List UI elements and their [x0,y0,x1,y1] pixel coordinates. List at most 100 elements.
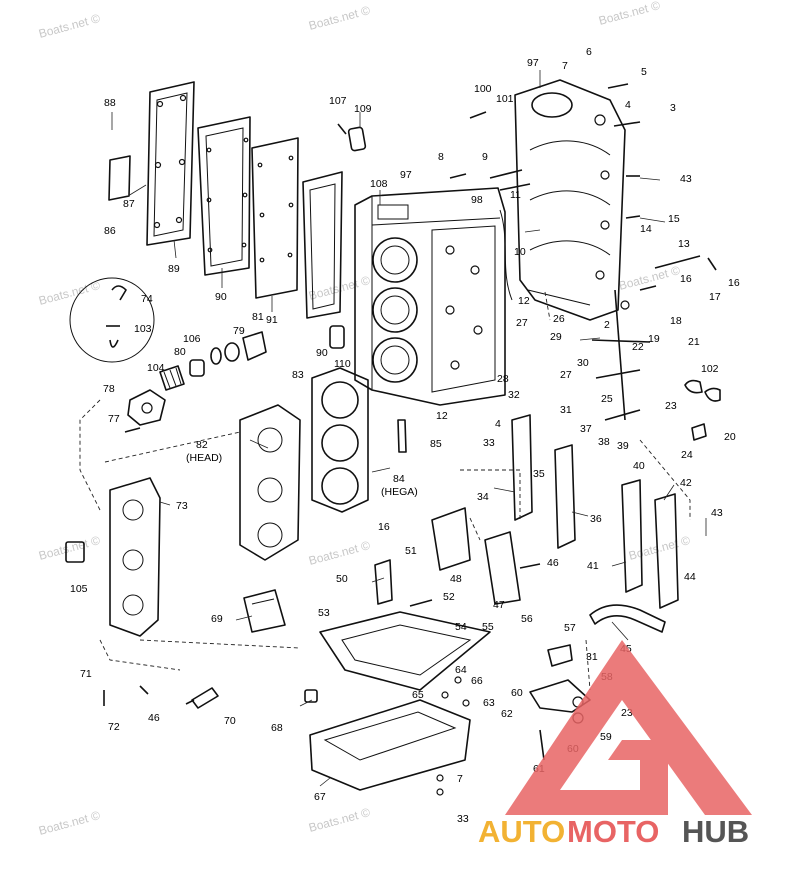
callout: 69 [211,613,223,625]
callout: 50 [336,573,348,585]
callout: 14 [640,223,652,235]
leader-lines [111,70,707,787]
callout: 28 [497,373,509,385]
watermark: Boats.net © [597,0,662,28]
detail-circle [69,277,155,363]
bolt [625,215,641,219]
bolt [639,285,657,291]
callout: 23 [621,707,633,719]
callout: 87 [123,198,135,210]
callout: 31 [586,651,598,663]
hose [589,604,666,633]
callout: 47 [493,599,505,611]
callout: 12 [518,295,530,307]
callout: 109 [354,103,372,115]
callout: 2 [604,319,610,331]
plate [108,155,131,201]
callout: 6 [586,46,592,58]
fitting [454,676,462,684]
callout: 107 [329,95,347,107]
callout: 3 [670,102,676,114]
callout: 83 [292,369,304,381]
fitting [441,691,449,699]
exhaust-plate [251,137,299,299]
sensor [185,687,219,709]
cover [109,477,161,637]
cylinder-block [354,187,506,406]
callout: 97 [400,169,412,181]
callout: 106 [183,333,201,345]
callout: (HEAD) [186,452,222,464]
callout: 33 [483,437,495,449]
callout: 79 [233,325,245,337]
callout: 43 [680,173,692,185]
callout: 4 [625,99,631,111]
exhaust-cover [146,81,195,246]
crankcase [499,79,626,321]
callout: 41 [587,560,599,572]
callout: 90 [215,291,227,303]
thermostat-group [124,331,267,433]
callout: 66 [471,675,483,687]
callout-labels: 88 87 86 89 90 91 90 107 109 108 97 100 … [70,46,740,825]
watermark: Boats.net © [37,11,102,41]
callout: 64 [455,664,467,676]
callout: 22 [632,341,644,353]
callout: 100 [474,83,492,95]
gasket [197,116,251,276]
cover-plate [654,493,679,609]
callout: 27 [560,369,572,381]
bracket [431,507,471,571]
callout: 105 [70,583,88,595]
bolt [613,121,641,127]
callout: 85 [430,438,442,450]
clip [684,379,703,394]
callout: 8 [438,151,444,163]
callout: 16 [378,521,390,533]
callout: 11 [510,189,521,201]
callout: 23 [665,400,677,412]
callout: 52 [443,591,455,603]
callout: 72 [108,721,120,733]
linkage [591,289,651,421]
callout: 59 [600,731,612,743]
callout: 53 [318,607,330,619]
head-gasket [311,367,369,513]
stud [707,257,717,271]
callout: 26 [553,313,565,325]
callout: 102 [701,363,719,375]
callout: 21 [688,336,700,348]
callout: 46 [148,712,160,724]
bracket [374,559,393,605]
callout: 38 [598,436,610,448]
callout: 68 [271,722,283,734]
washer [436,788,444,796]
callout: 77 [108,413,120,425]
alignment-lines [79,291,691,691]
callout: 7 [562,60,568,72]
logo-text-auto: AUTO [478,814,565,849]
callout: 15 [668,213,680,225]
callout: 43 [711,507,723,519]
pin [449,173,467,179]
callout: 29 [550,331,562,343]
callout: 40 [633,460,645,472]
logo-text-hub: HUB [682,814,749,849]
callout: 78 [103,383,115,395]
callout: 48 [450,573,462,585]
bolt [469,111,487,119]
cover-plate [511,414,533,521]
callout: 56 [521,613,533,625]
washer [436,774,444,782]
watermark: Boats.net © [307,538,372,568]
sleeve [329,325,345,349]
callout: 33 [457,813,469,825]
clip [704,387,721,402]
bolt [409,599,433,607]
fitting [304,689,318,703]
callout: 74 [141,293,153,305]
callout: 73 [176,500,188,512]
callout: 81 [252,311,264,323]
callout: 54 [455,621,467,633]
